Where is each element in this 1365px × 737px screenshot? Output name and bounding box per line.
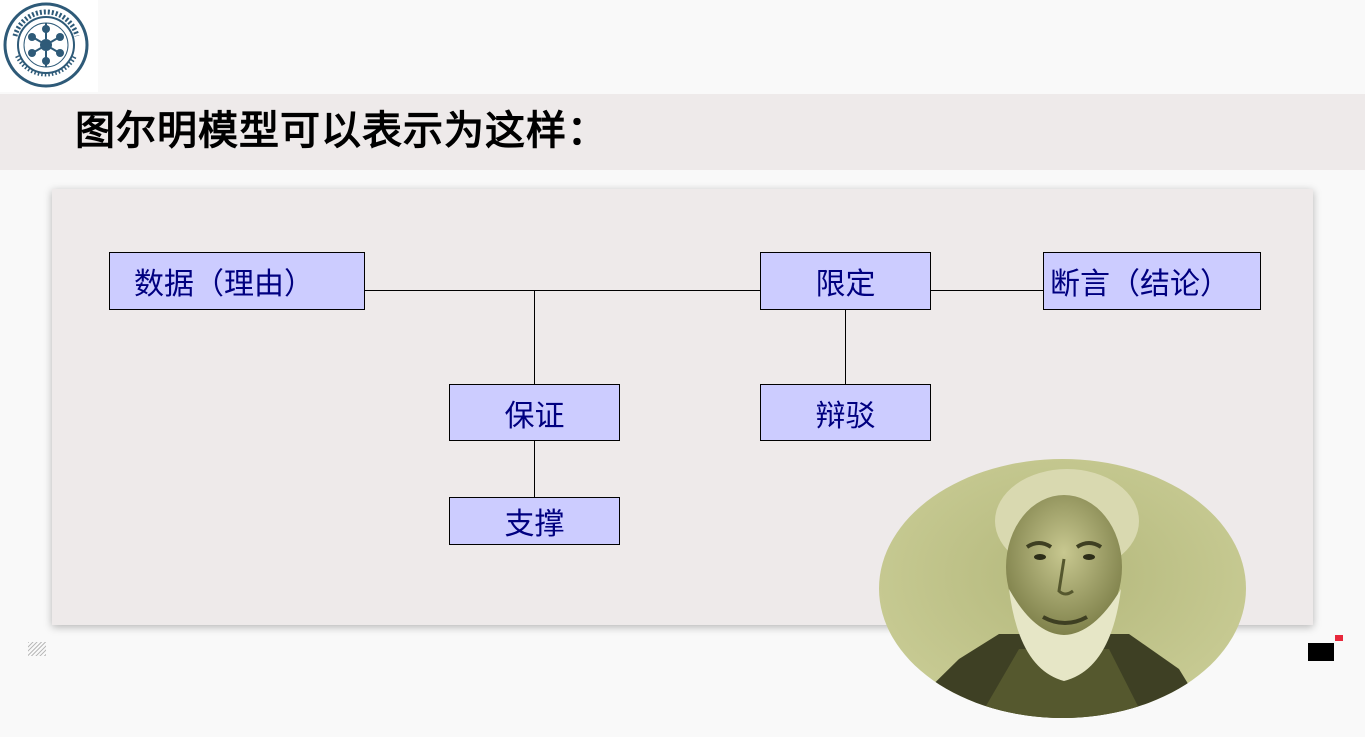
title-band — [0, 94, 1365, 170]
node-qualifier: 限定 — [760, 252, 931, 310]
node-backing: 支撑 — [449, 497, 620, 545]
node-warrant: 保证 — [449, 384, 620, 441]
connector-to-warrant — [534, 290, 535, 385]
connector-qualifier-claim — [930, 290, 1044, 291]
portrait-photo — [879, 459, 1246, 718]
connector-warrant-backing — [534, 440, 535, 498]
node-rebuttal: 辩驳 — [760, 384, 931, 441]
connector-data-qualifier — [364, 290, 761, 291]
slide-title: 图尔明模型可以表示为这样： — [75, 108, 608, 154]
connector-qualifier-rebuttal — [845, 310, 846, 385]
page-marker-black — [1308, 643, 1334, 661]
node-data: 数据（理由） — [109, 252, 365, 310]
portrait-image — [879, 459, 1246, 718]
corner-hatch-decoration — [28, 642, 46, 656]
node-claim: 断言（结论） — [1043, 252, 1261, 310]
page-marker-red — [1335, 635, 1343, 641]
college-seal-icon — [3, 2, 89, 88]
college-logo — [0, 0, 98, 92]
